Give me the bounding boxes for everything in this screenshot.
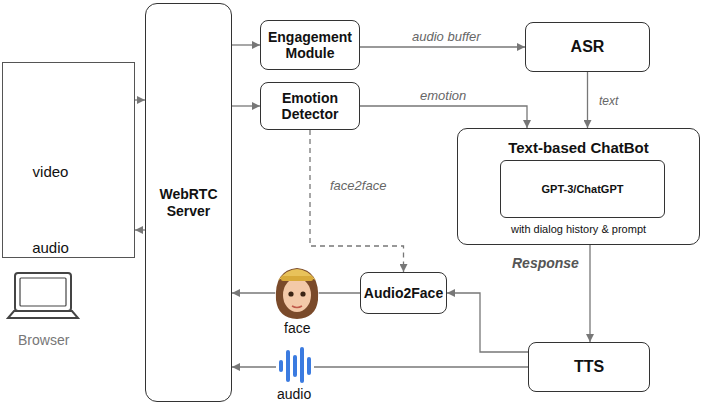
flow-arrow xyxy=(232,44,260,45)
device-label: Browser xyxy=(18,332,69,348)
laptop-icon xyxy=(8,273,78,318)
chatbot-box: Text-based ChatBot with dialog history & … xyxy=(457,128,700,245)
stream-label: face xyxy=(284,320,310,336)
node-title: Emotion Detector xyxy=(267,90,353,122)
flow-arrow xyxy=(232,105,260,106)
node-title: GPT-3/ChatGPT xyxy=(542,183,624,196)
node-title: WebRTC Server xyxy=(152,186,225,218)
node-title: Audio2Face xyxy=(364,285,443,301)
node-title: ASR xyxy=(571,38,605,56)
edge-label: Response xyxy=(510,255,581,271)
node-title: Text-based ChatBot xyxy=(458,139,699,156)
node-title: TTS xyxy=(574,358,604,376)
flow-arrow xyxy=(447,293,528,352)
process-box: Audio2Face xyxy=(360,272,447,314)
dashed-arrow xyxy=(310,130,404,272)
server-box: WebRTC Server xyxy=(145,3,232,402)
process-box: TTS xyxy=(528,342,650,392)
stream-label: audio xyxy=(277,386,311,402)
browser-panel: video audio xyxy=(2,62,135,258)
process-box: ASR xyxy=(525,22,650,72)
flow-arrow xyxy=(135,229,145,230)
flow-arrow xyxy=(360,46,525,47)
edge-label: emotion xyxy=(418,88,468,103)
edge-label: audio buffer xyxy=(410,29,483,44)
flow-arrow xyxy=(135,99,145,100)
flow-arrow xyxy=(587,72,588,128)
node-text: with dialog history & prompt xyxy=(458,223,699,236)
edge-label: text xyxy=(597,94,620,108)
flow-arrow xyxy=(589,245,590,342)
face-avatar xyxy=(275,268,319,319)
audio-icon xyxy=(276,344,314,384)
node-title: video xyxy=(3,163,98,180)
node-title: Engagement Module xyxy=(267,29,353,61)
flow-arrow xyxy=(360,106,527,128)
node-text: audio xyxy=(3,239,98,256)
edge-label: face2face xyxy=(328,178,388,193)
model-box: GPT-3/ChatGPT xyxy=(500,160,665,218)
process-box: Engagement Module xyxy=(260,20,360,70)
process-box: Emotion Detector xyxy=(260,82,360,130)
